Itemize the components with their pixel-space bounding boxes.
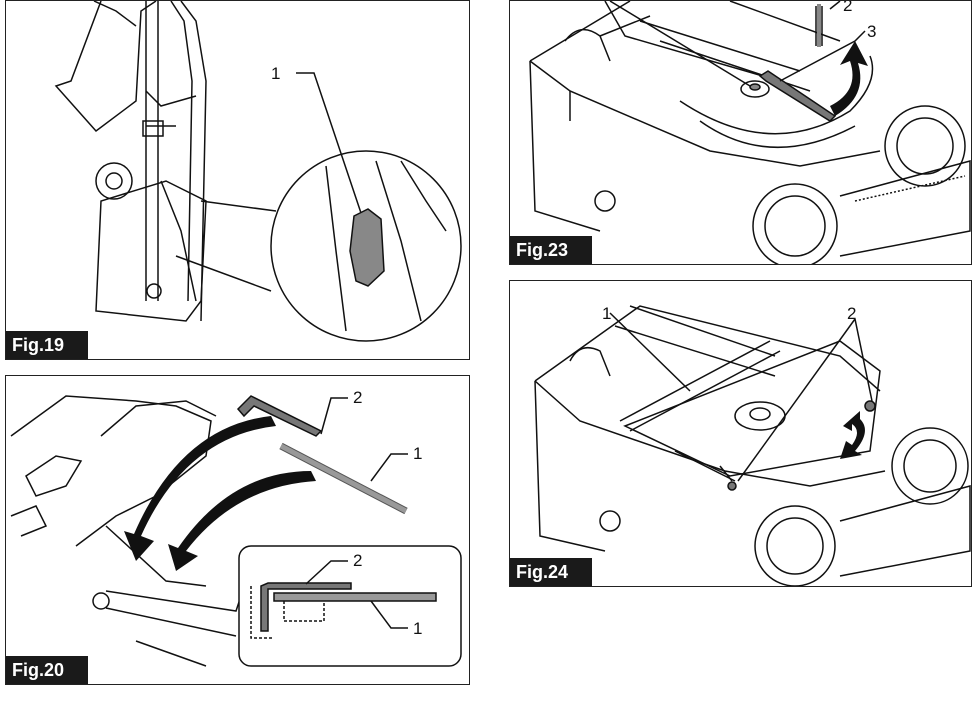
figure-23-panel: 3 2 Fig.23 — [509, 0, 972, 265]
figure-24-panel: 1 2 Fig.24 — [509, 280, 972, 587]
fig23-callout-3: 3 — [867, 22, 876, 41]
figure-24-label: Fig.24 — [510, 558, 593, 586]
fig24-callout-1: 1 — [602, 304, 611, 323]
fig20-callout-1: 1 — [413, 444, 422, 463]
figure-19-illustration: 1 — [54, 1, 462, 342]
fig23-callout-2: 2 — [843, 1, 852, 15]
figure-24-illustration: 1 2 — [534, 304, 971, 586]
fig20-inset-callout-2: 2 — [353, 551, 362, 570]
figure-19-label: Fig.19 — [6, 331, 89, 359]
figure-20-panel: 2 1 2 1 Fig.20 — [5, 375, 470, 685]
fig19-callout-1: 1 — [271, 64, 280, 83]
figure-23-label: Fig.23 — [510, 236, 593, 264]
fig20-callout-2: 2 — [353, 388, 362, 407]
figure-19-panel: 1 Fig.19 — [5, 0, 470, 360]
fig24-callout-2: 2 — [847, 304, 856, 323]
figure-20-illustration: 2 1 2 1 — [10, 388, 462, 667]
figure-20-label: Fig.20 — [6, 656, 89, 684]
figure-23-illustration: 3 2 — [529, 1, 971, 264]
fig20-inset-callout-1: 1 — [413, 619, 422, 638]
